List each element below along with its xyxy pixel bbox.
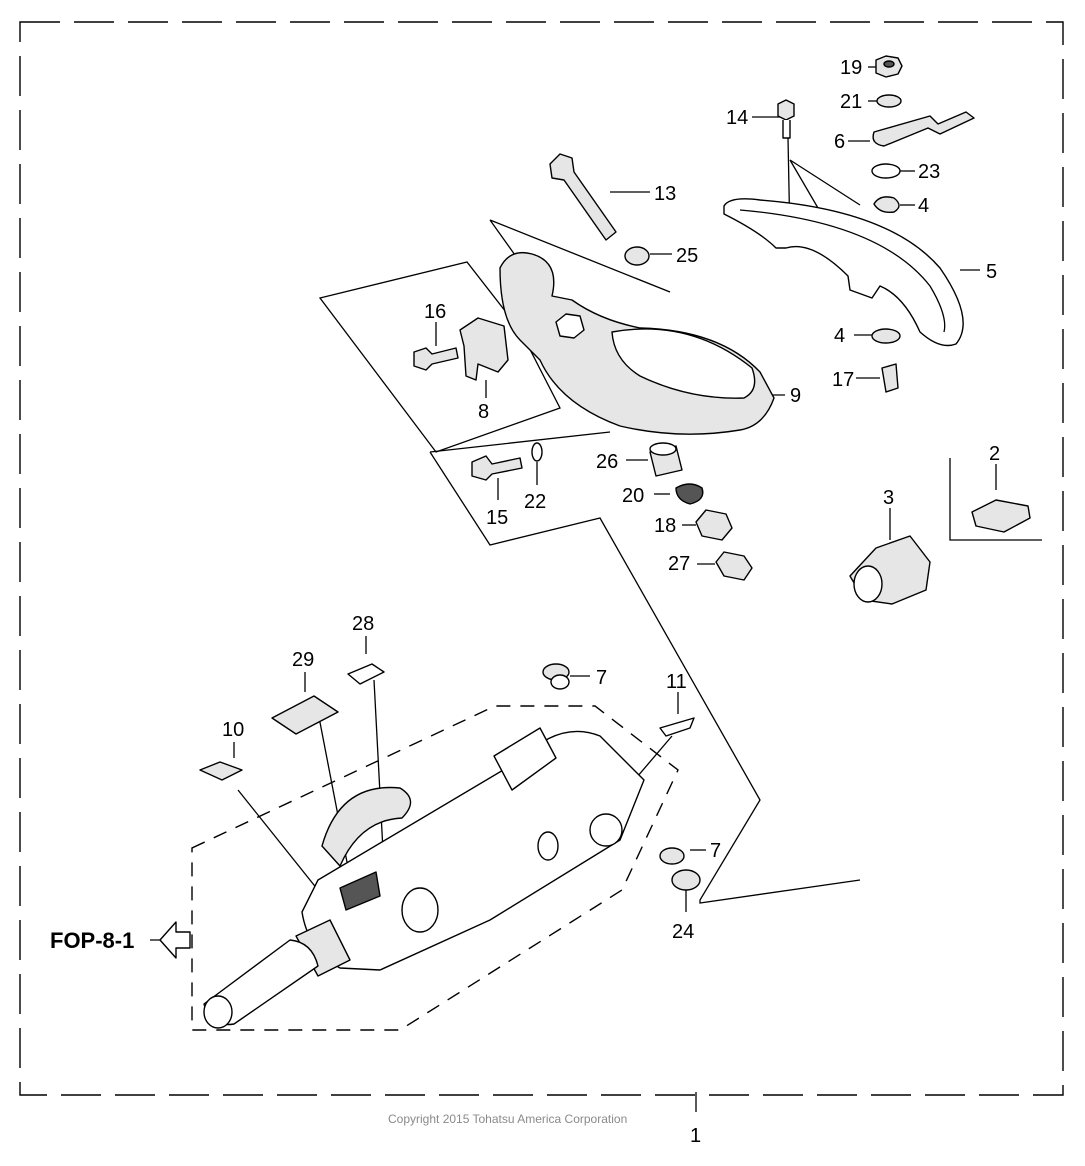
tiller-group-outline [191,705,679,1031]
part-23-washer-icon [871,163,901,179]
diagram-frame [19,21,1064,1096]
callout-20: 20 [622,485,644,507]
callout-23: 23 [918,161,940,183]
callout-18: 18 [654,515,676,537]
part-6-link-plate-icon [872,111,975,147]
part-4-clip-icon [873,196,900,214]
bracket-group-outline [318,261,561,453]
part-9-hex-socket [555,313,585,339]
part-10-label-icon [199,761,243,781]
fop-reference-label: FOP-8-1 [50,928,134,953]
part-14-screw-icon [777,99,795,139]
fop-ref-arrow-icon [159,921,191,959]
callout-14: 14 [726,107,748,129]
callout-21: 21 [840,91,862,113]
callout-8: 8 [478,401,489,423]
part-4-lower-clip-icon [871,328,901,344]
part-15-bolt-icon [471,455,523,481]
callout-26: 26 [596,451,618,473]
part-24-washer-icon [671,869,701,891]
callout-7-lower: 7 [710,840,721,862]
callout-16: 16 [424,301,446,323]
part-13-bolt-icon [549,153,617,241]
callout-28: 28 [352,613,374,635]
part-16-bolt-icon [413,347,459,371]
callout-25: 25 [676,245,698,267]
callout-2: 2 [989,443,1000,465]
part-26-bushing-icon [649,442,683,477]
callout-24: 24 [672,921,694,943]
part-21-washer-icon [876,94,902,108]
callout-15: 15 [486,507,508,529]
copyright-notice: Copyright 2015 Tohatsu America Corporati… [388,1112,627,1126]
part-9-tiller-arm [611,328,756,399]
callout-7: 7 [596,667,607,689]
callout-17: 17 [832,369,854,391]
part-22-washer-icon [531,442,543,462]
callout-9: 9 [790,385,801,407]
part-18-nut-icon [695,509,733,541]
callout-3: 3 [883,487,894,509]
callout-6: 6 [834,131,845,153]
part-2-clip-icon [971,499,1031,533]
part-8-bracket-clip-icon [459,317,509,381]
callout-19: 19 [840,57,862,79]
part-7-grommet-icon [542,663,570,690]
part-19-nut-icon [875,55,903,78]
callout-10: 10 [222,719,244,741]
callout-13: 13 [654,183,676,205]
part-20-ring-icon [675,483,704,505]
part-17-pin-icon [881,363,899,393]
part-5-friction-plate-icon [723,198,964,347]
part-27-nut-icon [715,551,753,581]
part-28-label-icon [347,663,385,685]
callout-27: 27 [668,553,690,575]
callout-5: 5 [986,261,997,283]
tiller-handle-assembly [203,727,645,1029]
callout-11: 11 [666,671,687,693]
part-29-label-icon [271,695,339,735]
bolt-group-outline [429,431,861,904]
callout-4-lower: 4 [834,325,845,347]
part-7-lower-grommet-icon [659,847,685,865]
assembly-number: 1 [690,1125,701,1147]
part-11-label-icon [659,717,695,737]
cap-group-outline [949,458,1042,541]
part-5-slot [739,209,946,333]
part-3-switch-cap-icon [849,535,931,605]
part-25-washer-icon [624,246,650,266]
callout-29: 29 [292,649,314,671]
callout-labels: 19 21 14 6 23 4 13 5 25 16 4 17 9 8 26 2… [222,57,1000,943]
callout-4: 4 [918,195,929,217]
callout-22: 22 [524,491,546,513]
